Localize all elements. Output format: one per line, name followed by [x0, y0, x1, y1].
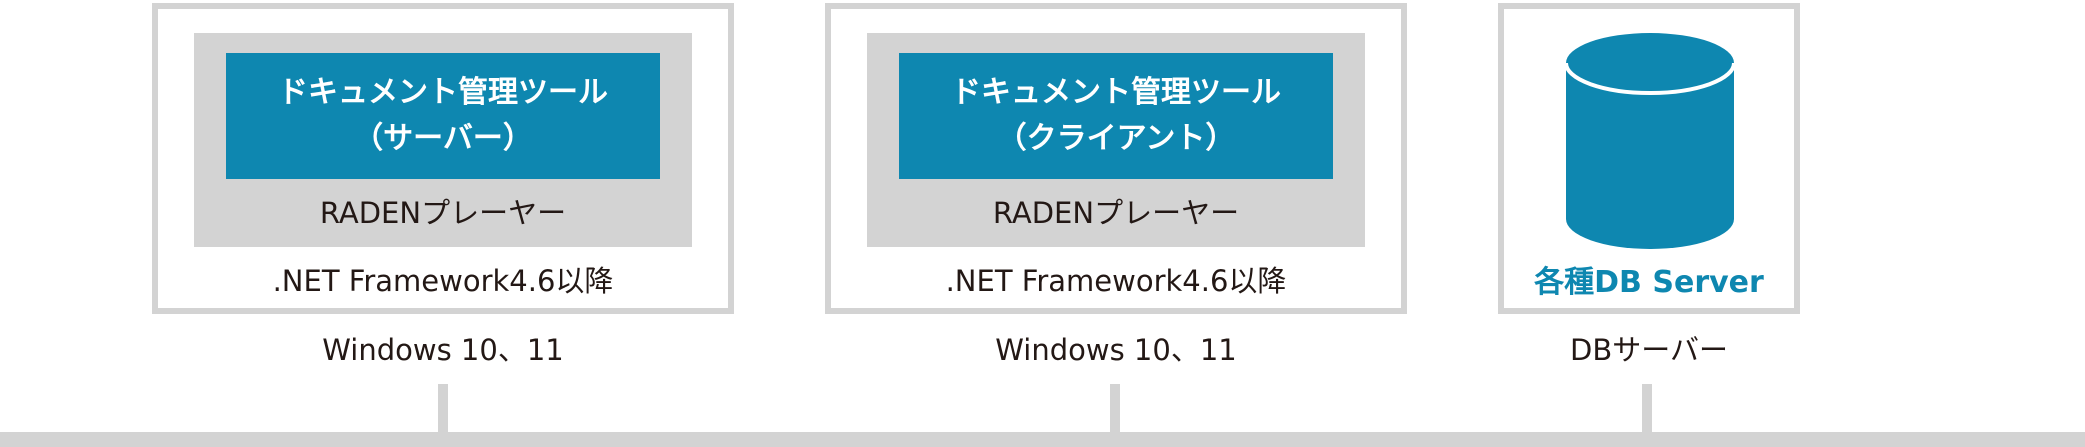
client-machine-panel: ドキュメント管理ツール （クライアント） RADENプレーヤー .NET Fra…: [825, 3, 1407, 314]
server-framework-label: .NET Framework4.6以降: [272, 264, 614, 298]
db-machine-panel: 各種DB Server: [1498, 3, 1800, 314]
client-network-connector: [1110, 384, 1120, 434]
client-player-box: ドキュメント管理ツール （クライアント） RADENプレーヤー: [867, 33, 1365, 247]
db-network-connector: [1642, 384, 1652, 434]
client-os-label: Windows 10、11: [995, 333, 1237, 367]
server-player-label: RADENプレーヤー: [319, 196, 567, 230]
client-app-name: ドキュメント管理ツール: [951, 75, 1281, 110]
client-app-box: ドキュメント管理ツール （クライアント）: [899, 53, 1333, 179]
server-player-box: ドキュメント管理ツール （サーバー） RADENプレーヤー: [194, 33, 692, 247]
server-machine-panel: ドキュメント管理ツール （サーバー） RADENプレーヤー .NET Frame…: [152, 3, 734, 314]
db-server-label: 各種DB Server: [1534, 265, 1764, 300]
server-app-box: ドキュメント管理ツール （サーバー）: [226, 53, 660, 179]
server-app-name: ドキュメント管理ツール: [278, 75, 608, 110]
network-bus-line: [0, 432, 2085, 447]
server-app-role: （サーバー）: [353, 121, 533, 156]
client-framework-label: .NET Framework4.6以降: [945, 264, 1287, 298]
db-os-label: DBサーバー: [1570, 333, 1728, 367]
client-player-label: RADENプレーヤー: [992, 196, 1240, 230]
server-network-connector: [438, 384, 448, 434]
server-os-label: Windows 10、11: [322, 333, 564, 367]
client-app-role: （クライアント）: [996, 121, 1236, 156]
database-cylinder-icon: [1566, 33, 1734, 249]
